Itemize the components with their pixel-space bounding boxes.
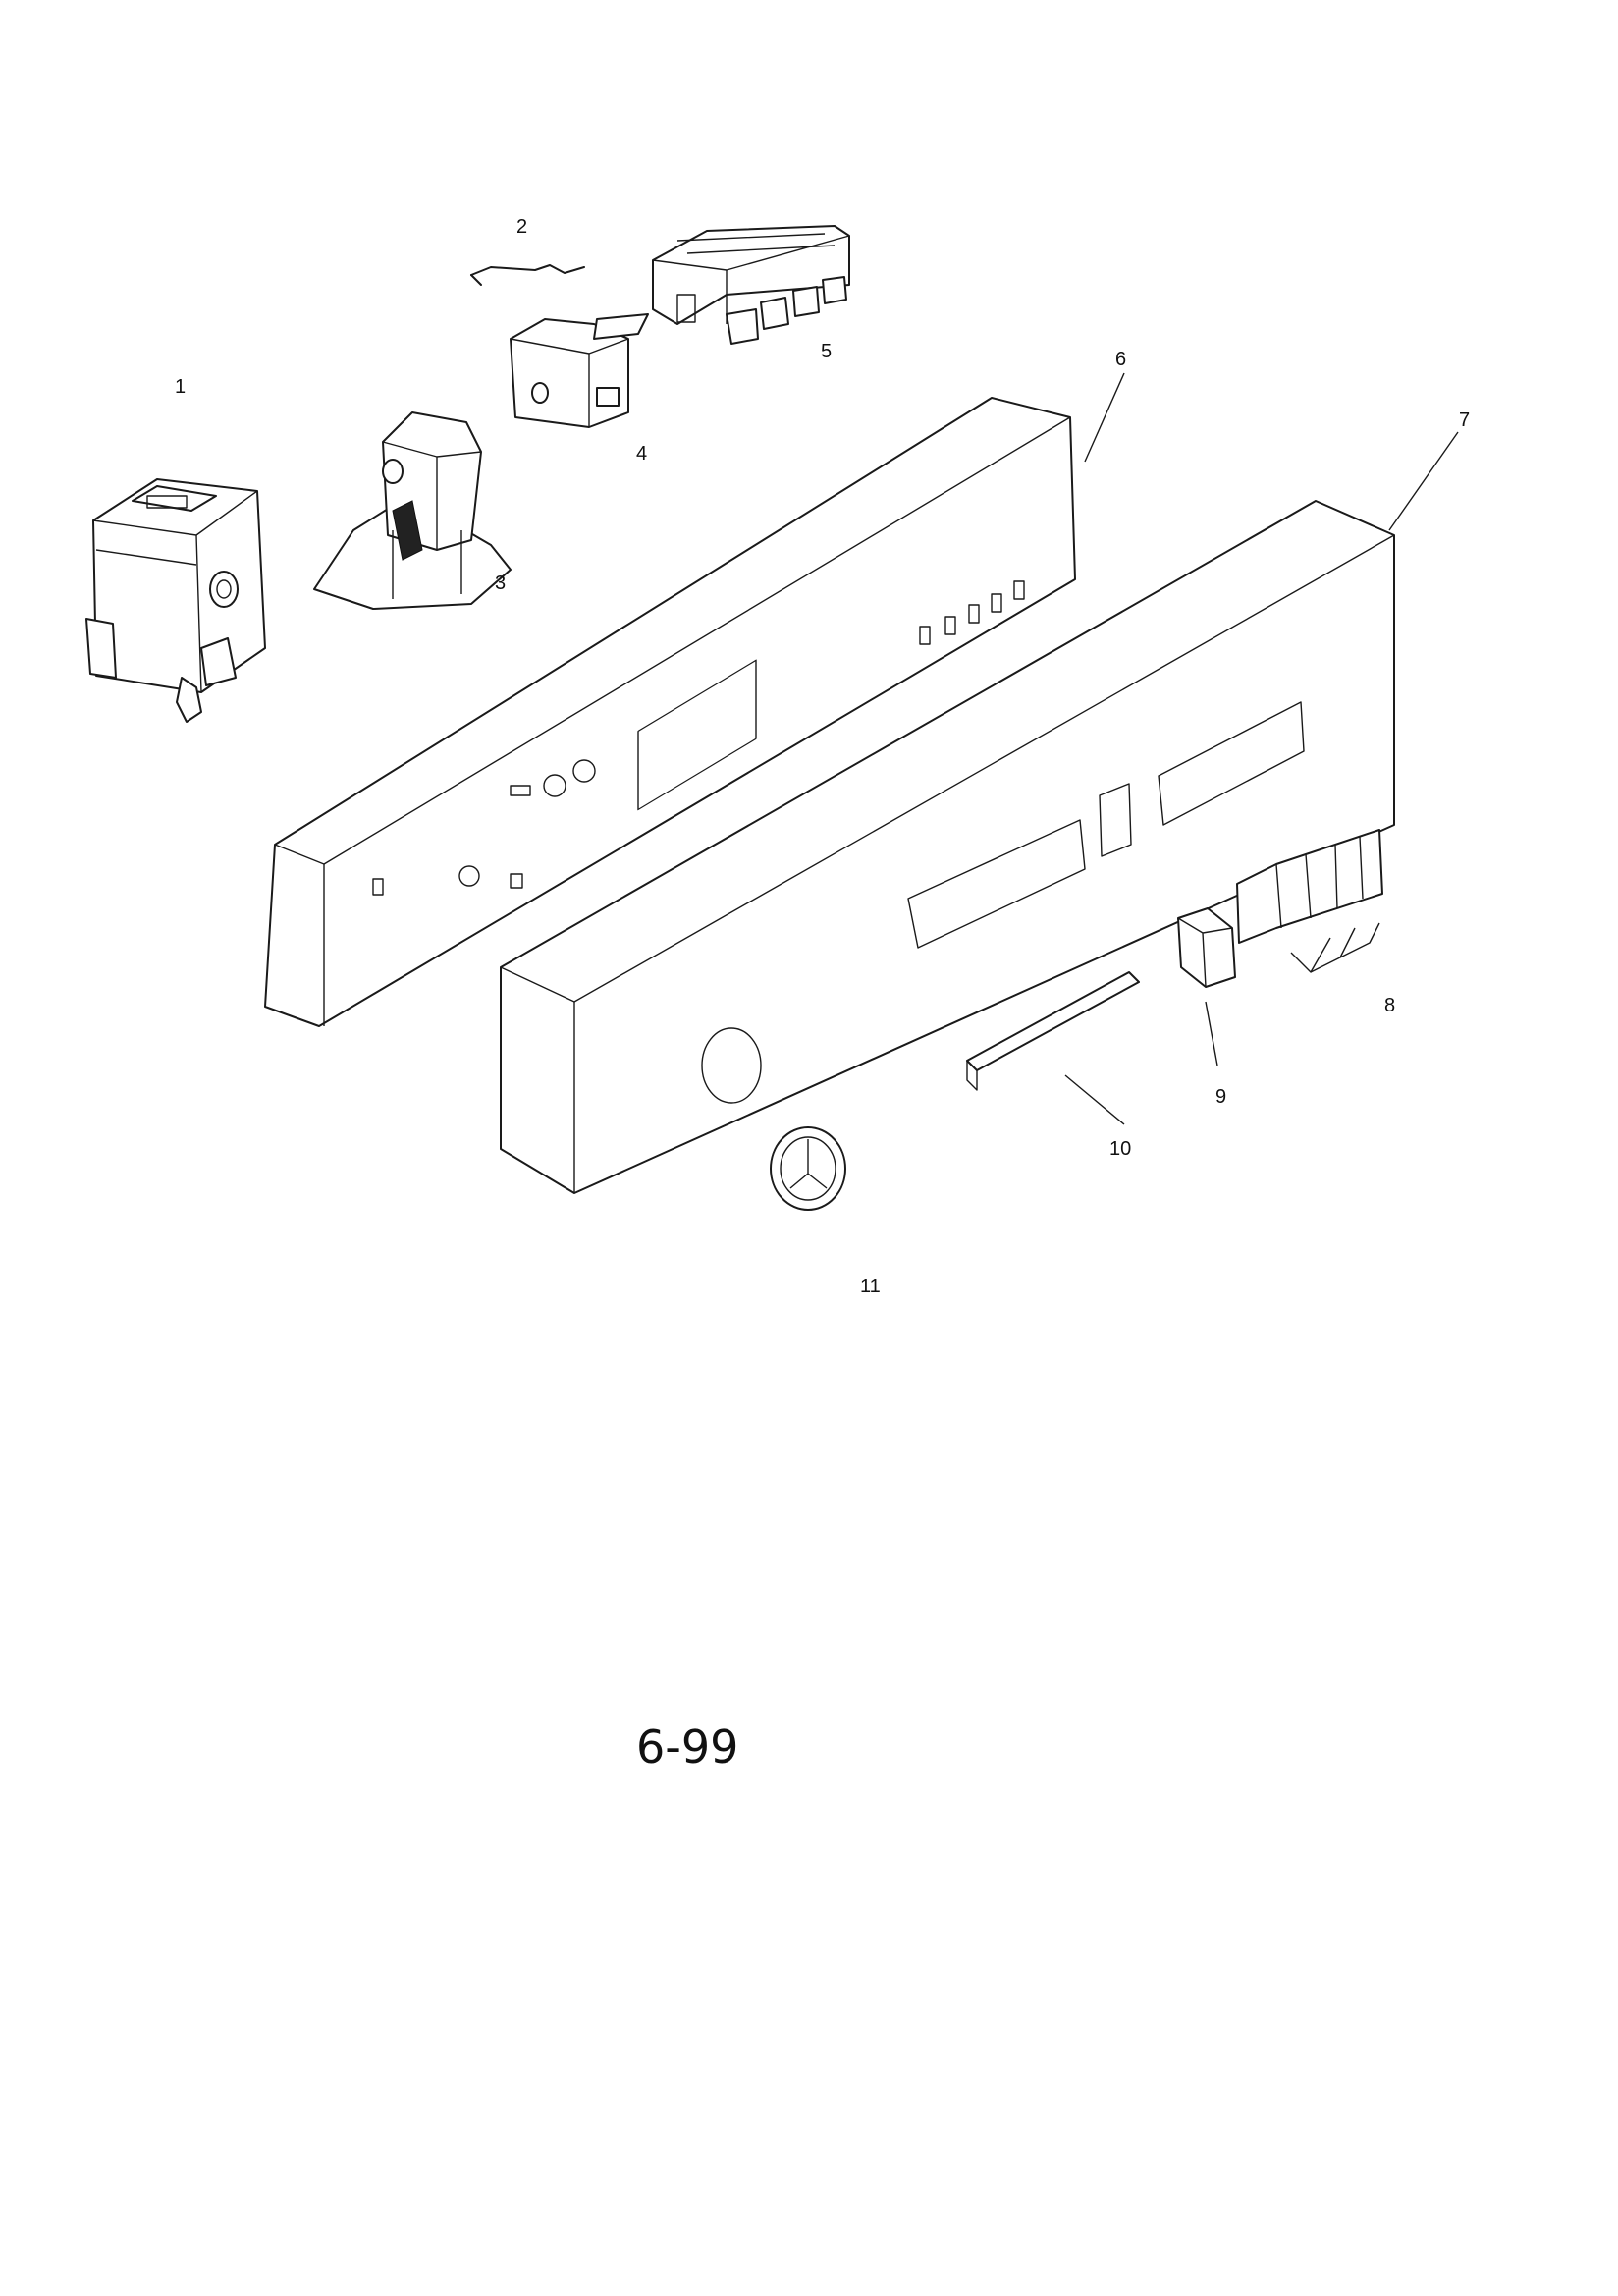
part-10-trim-strip bbox=[966, 971, 1140, 1125]
callout-7: 7 bbox=[1459, 410, 1470, 431]
callout-8: 8 bbox=[1384, 995, 1395, 1016]
part-4-relay bbox=[510, 313, 649, 428]
page-number: 6-99 bbox=[636, 1721, 738, 1774]
part-7-fascia bbox=[500, 500, 1395, 1194]
part-2-wire bbox=[470, 264, 585, 286]
callout-5: 5 bbox=[821, 341, 832, 362]
callout-6: 6 bbox=[1115, 349, 1126, 370]
callout-10: 10 bbox=[1109, 1138, 1131, 1160]
part-9-button bbox=[1177, 907, 1236, 1066]
part-1-timer bbox=[85, 478, 266, 723]
callout-11: 11 bbox=[860, 1276, 881, 1297]
callout-1: 1 bbox=[175, 376, 186, 398]
callout-9: 9 bbox=[1215, 1086, 1226, 1108]
part-3-switch bbox=[313, 411, 512, 610]
part-6-inner-panel bbox=[264, 397, 1076, 1027]
callout-2: 2 bbox=[516, 216, 527, 238]
part-5-switch-bank bbox=[652, 225, 850, 345]
callout-4: 4 bbox=[636, 443, 647, 465]
part-8-buttons bbox=[1236, 829, 1383, 973]
part-11-knob bbox=[770, 1126, 846, 1211]
leader-lines bbox=[1084, 372, 1459, 531]
callout-3: 3 bbox=[495, 573, 506, 594]
